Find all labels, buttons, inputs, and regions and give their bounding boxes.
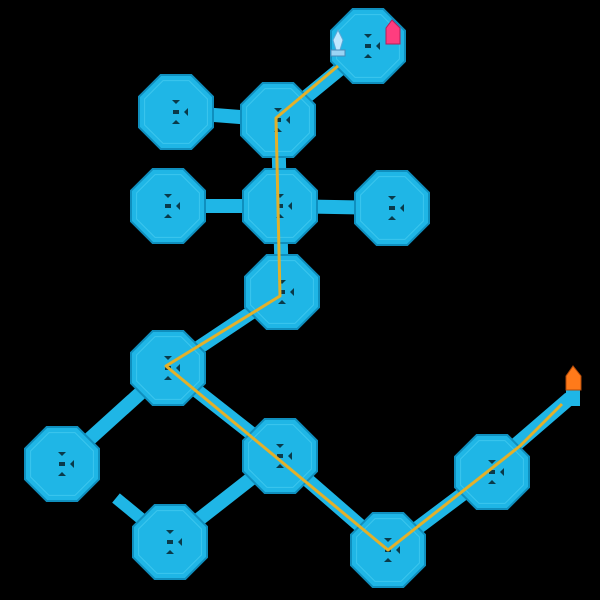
room-marker — [276, 444, 284, 448]
room-center-mark — [59, 462, 65, 466]
room-marker — [176, 364, 180, 372]
room-marker — [178, 538, 182, 546]
room-marker — [166, 530, 174, 534]
room — [242, 168, 318, 244]
room-marker — [278, 300, 286, 304]
room-marker — [500, 468, 504, 476]
room-marker — [286, 116, 290, 124]
room-center-mark — [277, 454, 283, 458]
room-center-mark — [279, 290, 285, 294]
room-marker — [70, 460, 74, 468]
room-center-mark — [277, 204, 283, 208]
room-center-mark — [165, 204, 171, 208]
room — [354, 170, 430, 246]
room-center-mark — [275, 118, 281, 122]
room-marker — [384, 538, 392, 542]
room — [24, 426, 100, 502]
room-marker — [274, 108, 282, 112]
room-center-mark — [173, 110, 179, 114]
route-path — [164, 64, 564, 552]
room — [138, 74, 214, 150]
room-marker — [488, 460, 496, 464]
room-marker — [176, 202, 180, 210]
room-marker — [364, 54, 372, 58]
room-marker — [184, 108, 188, 116]
room-marker — [388, 216, 396, 220]
room-marker — [172, 100, 180, 104]
room-center-mark — [167, 540, 173, 544]
crystal-figure-icon — [330, 28, 346, 57]
room-center-mark — [489, 470, 495, 474]
room-marker — [164, 194, 172, 198]
room-center-mark — [389, 206, 395, 210]
room — [132, 504, 208, 580]
room — [330, 8, 406, 84]
orange-flag-icon — [565, 365, 582, 391]
room-marker — [58, 472, 66, 476]
room-marker — [290, 288, 294, 296]
room-marker — [384, 558, 392, 562]
room-marker — [166, 550, 174, 554]
room-marker — [388, 196, 396, 200]
room-marker — [376, 42, 380, 50]
pink-flag-icon — [385, 19, 401, 45]
room-marker — [164, 376, 172, 380]
path-layer — [164, 64, 564, 552]
room-marker — [364, 34, 372, 38]
room-marker — [400, 204, 404, 212]
room-marker — [172, 120, 180, 124]
room-marker — [164, 356, 172, 360]
marker-layer — [330, 19, 582, 391]
room-marker — [288, 202, 292, 210]
room-marker — [396, 546, 400, 554]
room-marker — [276, 464, 284, 468]
room-center-mark — [365, 44, 371, 48]
room-marker — [488, 480, 496, 484]
room-marker — [58, 452, 66, 456]
room — [244, 254, 320, 330]
room — [130, 168, 206, 244]
room-marker — [288, 452, 292, 460]
room-marker — [164, 214, 172, 218]
